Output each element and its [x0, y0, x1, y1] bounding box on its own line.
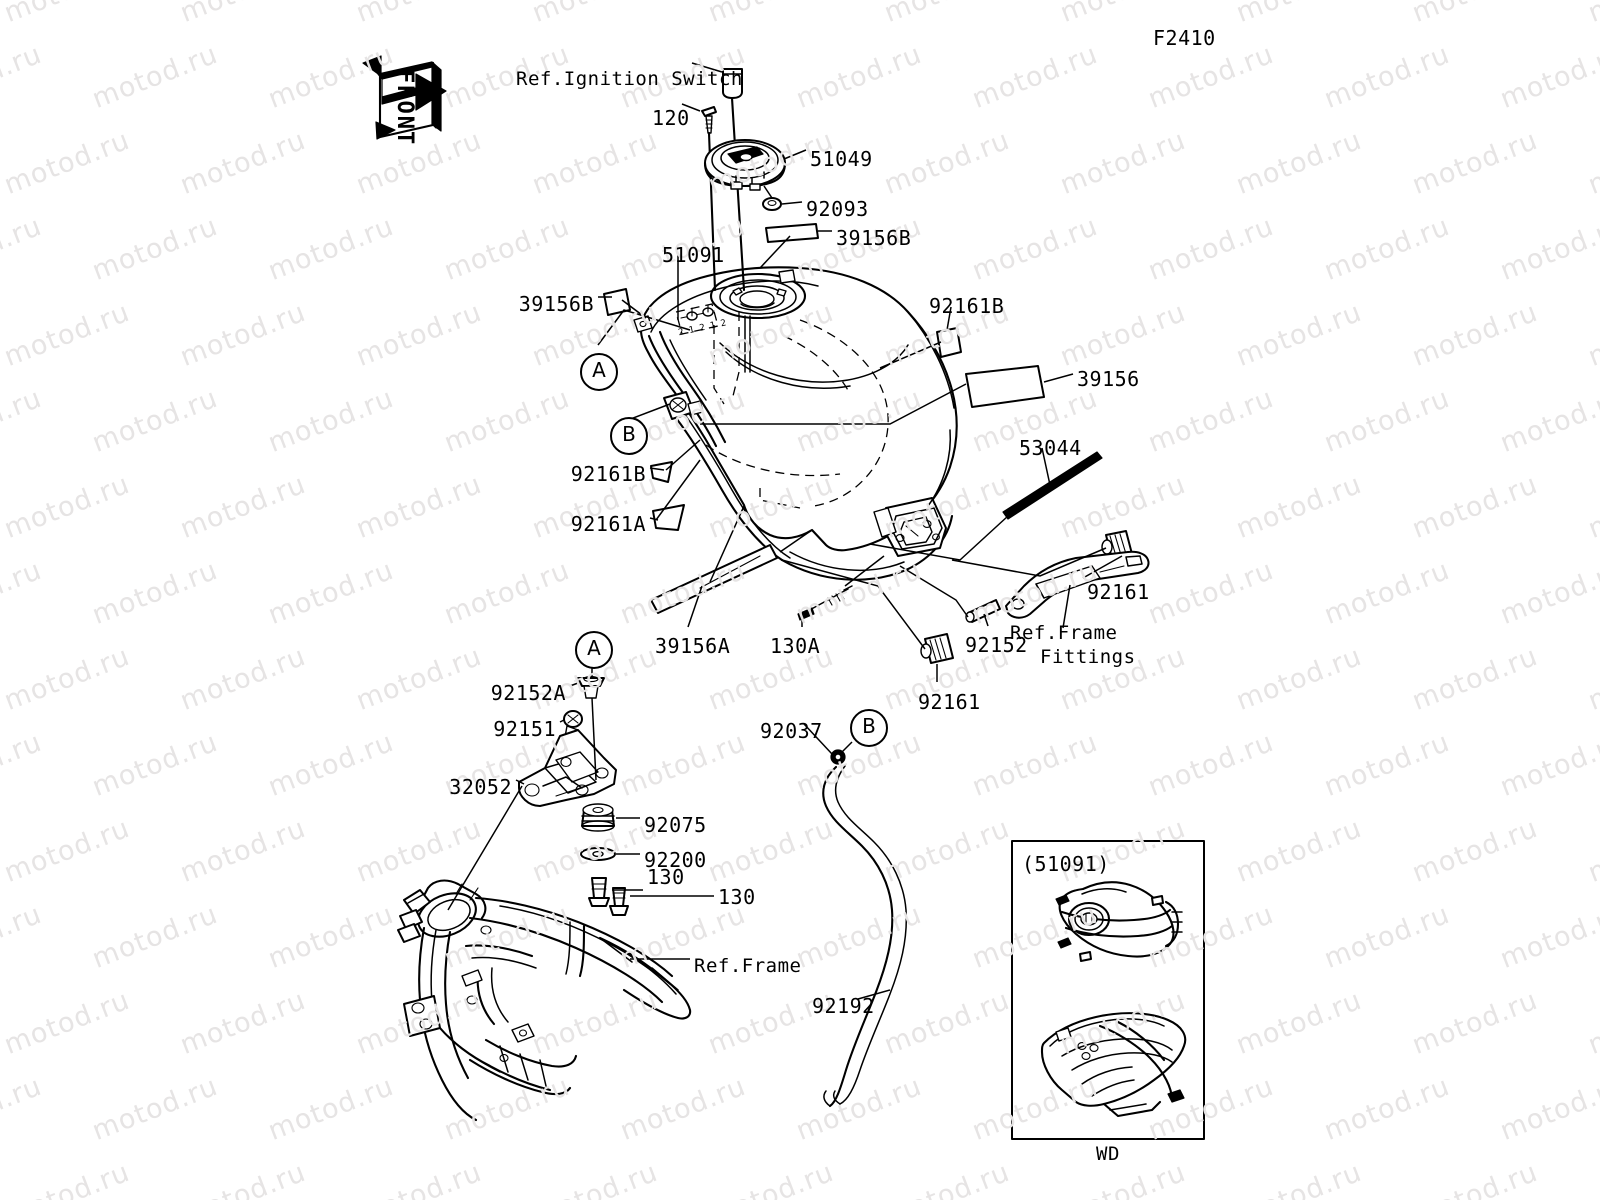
leader-lines [447, 62, 1123, 1000]
callout-92161B-left: 92161B [570, 462, 646, 486]
ref-ignition-switch-label: Ref.Ignition Switch [516, 68, 743, 90]
capnut-92152A [577, 675, 605, 699]
callout-92161-bottom: 92161 [918, 690, 981, 714]
callout-92192: 92192 [812, 994, 875, 1018]
washer-92200 [580, 847, 616, 861]
fuel-cap-51049 [703, 139, 787, 191]
pad-39156B-left [603, 288, 631, 316]
inset-tank-top-view [1055, 881, 1183, 962]
callout-92152: 92152 [965, 633, 1028, 657]
callout-130-frame: 130 [718, 885, 756, 909]
callout-92093: 92093 [806, 197, 869, 221]
callout-53044: 53044 [1019, 436, 1082, 460]
motorcycle-frame [397, 879, 692, 1122]
front-direction-marker: FRONT [362, 55, 447, 146]
callout-92075: 92075 [644, 813, 707, 837]
ref-frame-fittings-line2: Fittings [1040, 646, 1136, 668]
ref-frame-label: Ref.Frame [694, 955, 802, 977]
marker-b-hose: B [850, 709, 888, 747]
damper-92161B-right [936, 327, 962, 358]
pad-39156B-right [765, 223, 819, 243]
bolt-130-frame [609, 887, 629, 916]
callout-39156B-left: 39156B [518, 292, 594, 316]
callout-130A: 130A [770, 634, 821, 658]
callout-92161B-right: 92161B [929, 294, 1005, 318]
callout-92037: 92037 [760, 719, 823, 743]
tank-rear-bracket [873, 497, 947, 557]
sheet-code: F2410 [1153, 26, 1216, 50]
bolt-130-lower [588, 877, 610, 907]
bolt-130A [797, 585, 853, 621]
bracket-32052 [518, 729, 617, 807]
callout-92161A: 92161A [570, 512, 646, 536]
damper-92075 [581, 803, 615, 832]
callout-92152A: 92152A [490, 681, 566, 705]
callout-32052: 32052 [449, 775, 512, 799]
fuel-tank-51091: 2 1 2 1 2 [633, 266, 958, 581]
callout-92161-mid-right: 92161 [1087, 580, 1150, 604]
clamp-92037 [830, 749, 846, 765]
inset-tank-side-view [1040, 1012, 1187, 1118]
callout-39156: 39156 [1077, 367, 1140, 391]
pad-39156-right [965, 365, 1045, 408]
collar-92152 [965, 599, 1001, 623]
pad-39156A [650, 544, 778, 614]
callout-120: 120 [652, 106, 690, 130]
frame-fittings-bracket [1005, 550, 1150, 619]
marker-a-tank: A [580, 353, 618, 391]
inset-caption: (51091) [1022, 852, 1110, 876]
callout-39156B-right: 39156B [836, 226, 912, 250]
ref-frame-fittings-line1: Ref.Frame [1010, 622, 1118, 644]
damper-92161B-left [650, 461, 673, 483]
callout-92151: 92151 [493, 717, 556, 741]
fuel-hose-92192 [822, 765, 908, 1108]
marker-a-lower: A [575, 631, 613, 669]
callout-51049: 51049 [810, 147, 873, 171]
svg-text:FRONT: FRONT [392, 70, 417, 146]
callout-130-lower: 130 [647, 865, 685, 889]
inset-detail-box [1011, 840, 1205, 1140]
callout-39156A: 39156A [655, 634, 731, 658]
callout-92200: 92200 [644, 848, 707, 872]
footer-code: WD [1096, 1143, 1120, 1165]
ignition-switch-plug [722, 68, 746, 292]
callout-51091: 51091 [662, 243, 725, 267]
grommet-92161-bottom [920, 633, 954, 664]
marker-b-tank: B [610, 417, 648, 455]
